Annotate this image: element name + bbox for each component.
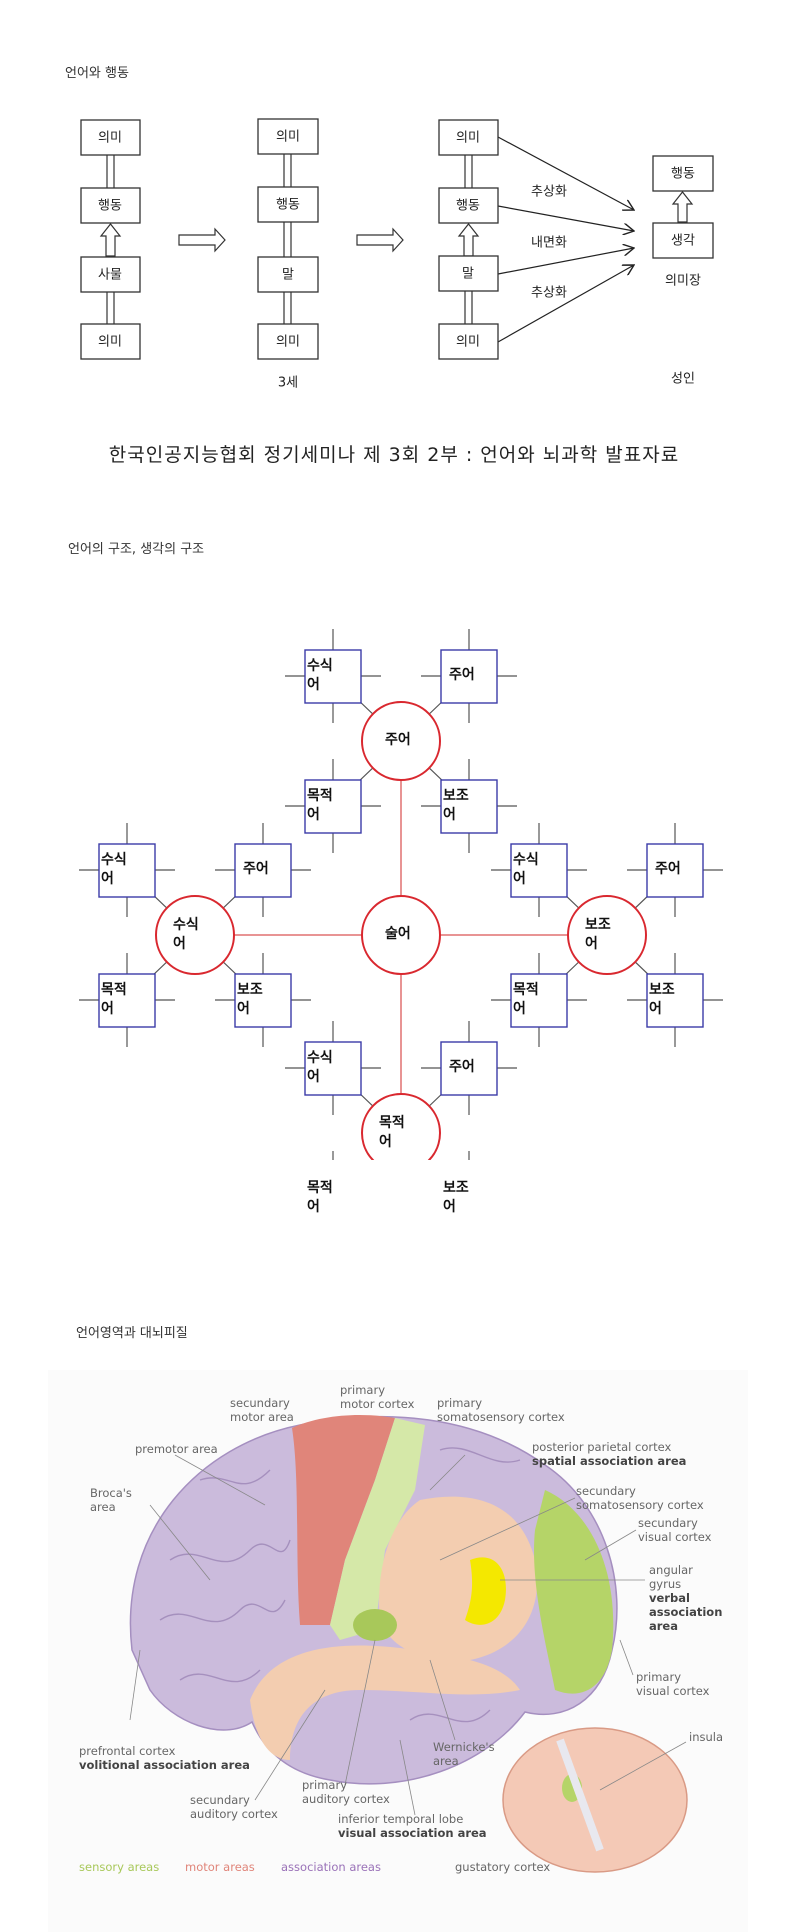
word-box-label: 보조어 — [443, 788, 469, 823]
word-box — [304, 649, 362, 704]
hub-label: 목적어 — [379, 1115, 405, 1150]
word-box — [98, 843, 156, 898]
col2-box-meaning-bottom: 의미 — [276, 335, 300, 350]
col4-box-thought: 생각 — [671, 234, 695, 249]
label-gustatory-cortex: gustatory cortex — [455, 1860, 551, 1874]
word-box-label: 목적어 — [101, 982, 127, 1017]
word-box-label: 주어 — [243, 861, 269, 877]
word-box — [234, 973, 292, 1028]
col2-box-meaning: 의미 — [276, 130, 300, 145]
col1-box-meaning: 의미 — [98, 131, 122, 146]
col4-sub-label: 의미장 — [665, 274, 701, 289]
arrow-label-abstraction: 추상화 — [531, 185, 567, 200]
col3-box-meaning: 의미 — [456, 131, 480, 146]
up-arrow-icon — [99, 191, 694, 257]
word-box-label: 수식어 — [307, 1050, 333, 1085]
word-box — [510, 973, 568, 1028]
word-box-label: 보조어 — [237, 982, 263, 1017]
label-insula: insula — [689, 1730, 724, 1744]
col4-box-behavior: 행동 — [671, 166, 695, 182]
presentation-caption: 한국인공지능협회 정기세미나 제 3회 2부 : 언어와 뇌과학 발표자료 — [108, 444, 680, 466]
label-premotor-area: premotor area — [135, 1442, 218, 1456]
hub-label: 주어 — [385, 732, 411, 748]
legend-sensory-areas: sensory areas — [79, 1860, 160, 1874]
arrow-label-internalization: 내면화 — [531, 236, 567, 251]
word-box — [98, 973, 156, 1028]
word-box-label: 수식어 — [101, 852, 127, 887]
word-box — [510, 843, 568, 898]
word-box-label: 목적어 — [513, 982, 539, 1017]
word-box — [646, 973, 704, 1028]
hub-label: 보조어 — [585, 917, 611, 952]
col1-box-meaning-bottom: 의미 — [98, 335, 122, 350]
word-box-label: 목적어 — [307, 788, 333, 823]
word-box — [234, 843, 292, 898]
col2-label: 3세 — [278, 376, 298, 391]
arrow-label-abstraction-2: 추상화 — [531, 286, 567, 301]
center-label: 술어 — [385, 926, 411, 942]
word-box — [304, 779, 362, 834]
word-box-label: 수식어 — [513, 852, 539, 887]
language-behavior-diagram: 의미 행동 사물 의미 의미 행동 말 의미 3세 의미 행동 말 의미 추상화… — [80, 118, 714, 391]
hub-circle — [155, 895, 235, 975]
col4-label: 성인 — [671, 372, 695, 387]
hub-circle — [361, 1093, 441, 1160]
word-box-label: 주어 — [449, 1059, 475, 1075]
word-box — [440, 1041, 498, 1096]
legend-association-areas: association areas — [281, 1860, 381, 1874]
col2-box-speech: 말 — [282, 268, 294, 283]
col1-box-object: 사물 — [98, 268, 122, 283]
word-box-label: 수식어 — [307, 658, 333, 693]
legend-motor-areas: motor areas — [185, 1860, 255, 1874]
word-box-label: 목적어 — [307, 1180, 333, 1215]
col2-box-behavior: 행동 — [276, 197, 300, 213]
brain-illustration — [129, 1415, 688, 1873]
col1-box-behavior: 행동 — [98, 198, 122, 214]
hub-circle — [361, 701, 441, 781]
word-box — [304, 1041, 362, 1096]
section3-title: 언어영역과 대뇌피질 — [76, 1326, 188, 1341]
word-box-label: 주어 — [449, 667, 475, 683]
word-box-label: 보조어 — [443, 1180, 469, 1215]
word-box — [646, 843, 704, 898]
word-box — [440, 779, 498, 834]
section1-title: 언어와 행동 — [65, 66, 129, 81]
hub-circle — [567, 895, 647, 975]
word-box-label: 주어 — [655, 861, 681, 877]
col3-box-meaning-bottom: 의미 — [456, 335, 480, 350]
section2-title: 언어의 구조, 생각의 구조 — [68, 542, 205, 557]
center-circle — [361, 895, 441, 975]
col3-box-speech: 말 — [462, 267, 474, 282]
word-box — [440, 649, 498, 704]
word-box-label: 보조어 — [649, 982, 675, 1017]
col3-box-behavior: 행동 — [456, 198, 480, 214]
sentence-structure-diagram — [79, 629, 723, 1160]
hub-label: 수식어 — [173, 917, 199, 952]
